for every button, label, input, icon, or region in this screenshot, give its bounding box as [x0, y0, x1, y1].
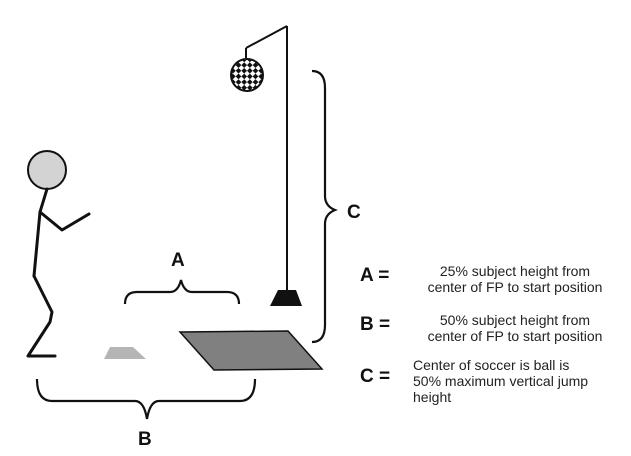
figure-arm: [38, 210, 91, 232]
legend-text-c-line3: height: [413, 389, 452, 405]
label-b: B: [138, 429, 152, 450]
legend-key-c: C =: [360, 366, 391, 387]
legend-key-b: B =: [360, 314, 391, 335]
legend-text-a-line2: center of FP to start position: [427, 279, 603, 295]
figure-leg: [26, 274, 57, 358]
pole-apparatus: [230, 25, 302, 306]
stick-figure: [26, 150, 91, 358]
legend-text-a: 25% subject height from center of FP to …: [410, 263, 620, 295]
legend-key-a: A =: [360, 265, 390, 286]
legend-text-a-line1: 25% subject height from: [439, 263, 591, 279]
legend-text-b-line1: 50% subject height from: [439, 312, 591, 328]
legend-row-a: A = 25% subject height from center of FP…: [360, 263, 620, 295]
brace-c: [311, 69, 338, 344]
legend-row-c: C = Center of soccer is ball is 50% maxi…: [360, 357, 613, 405]
figure-torso: [32, 187, 49, 278]
force-plate: [178, 330, 324, 371]
legend-text-c-line1: Center of soccer is ball is: [413, 357, 570, 373]
legend-row-b: B = 50% subject height from center of FP…: [360, 312, 620, 344]
legend-text-b-line2: center of FP to start position: [427, 328, 603, 344]
legend-text-c-line2: 50% maximum vertical jump: [413, 373, 589, 389]
start-position-marker: [104, 347, 146, 359]
brace-b: [35, 378, 257, 420]
legend-text-b: 50% subject height from center of FP to …: [410, 312, 620, 344]
soccer-ball: [230, 58, 264, 92]
legend-text-c: Center of soccer is ball is 50% maximum …: [410, 357, 613, 405]
label-c: C: [347, 202, 361, 223]
pole-base: [270, 290, 302, 306]
brace-a: [123, 279, 241, 305]
figure-head: [27, 150, 67, 190]
label-a: A: [171, 250, 185, 271]
pole-arm: [245, 25, 288, 49]
